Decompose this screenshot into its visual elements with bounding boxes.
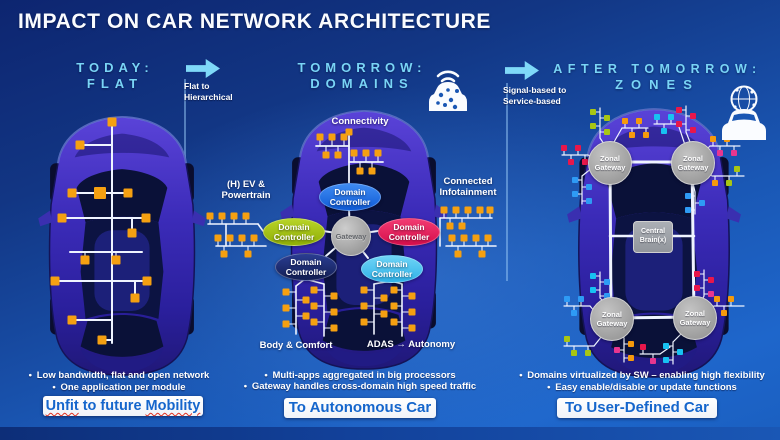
section-divider-line-right <box>506 83 508 281</box>
car-wifi-icon <box>429 70 467 111</box>
page-title: IMPACT ON CAR NETWORK ARCHITECTURE <box>18 10 492 33</box>
label-body-comfort: Body & Comfort <box>259 340 333 351</box>
header-after-tomorrow: AFTER TOMORROW: ZONES <box>535 62 780 92</box>
right-arrow-icon <box>505 61 539 80</box>
zonal-gateway-rear-left: Zonal Gateway <box>590 297 634 341</box>
domain-controller-adas: Domain Controller <box>361 255 423 283</box>
bullet-today-2: One application per module <box>14 382 224 393</box>
transition-label-signal-to-service: Signal-based to Service-based <box>503 85 567 106</box>
verdict-after-tomorrow: To User-Defined Car <box>557 398 717 418</box>
domain-controller-infotainment: Domain Controller <box>378 218 440 246</box>
zonal-gateway-front-right: Zonal Gateway <box>671 141 715 185</box>
domain-controller-connectivity: Domain Controller <box>319 183 381 211</box>
gateway-node: Gateway <box>331 216 371 256</box>
right-arrow-icon <box>186 59 220 78</box>
zonal-gateway-front-left: Zonal Gateway <box>588 141 632 185</box>
domain-network-car-diagram <box>206 109 497 371</box>
bullet-today-1: Low bandwidth, flat and open network <box>14 370 224 381</box>
central-brain-node: Central Brain(x) <box>633 221 673 253</box>
bullet-after-2: Easy enable/disable or update functions <box>508 382 776 393</box>
bullet-after-1: Domains virtualized by SW – enabling hig… <box>508 370 776 381</box>
car-globe-icon <box>722 85 766 140</box>
domain-controller-body-comfort: Domain Controller <box>275 253 337 281</box>
verdict-today: Unfit to future Mobility <box>43 396 203 416</box>
header-today-line2: FLAT <box>86 76 144 91</box>
flat-network-car-diagram <box>38 115 206 377</box>
transition-label-flat-to-hierarchical: Flat to Hierarchical <box>184 81 233 102</box>
label-connected-infotainment: Connected Infotainment <box>439 176 497 199</box>
footer-bar <box>0 427 780 440</box>
header-tomorrow: TOMORROW: DOMAINS <box>272 60 452 91</box>
header-after-line1: AFTER TOMORROW: <box>553 62 762 76</box>
zonal-gateway-rear-right: Zonal Gateway <box>673 296 717 340</box>
bullet-tomorrow-1: Multi-apps aggregated in big processors <box>245 370 475 381</box>
header-tomorrow-line2: DOMAINS <box>310 76 414 91</box>
header-tomorrow-line1: TOMORROW: <box>297 60 427 75</box>
domain-controller-ev-powertrain: Domain Controller <box>263 218 325 246</box>
label-adas-autonomy: ADAS → Autonomy <box>366 339 456 350</box>
header-after-line2: ZONES <box>615 77 700 92</box>
label-ev-powertrain: (H) EV & Powertrain <box>221 179 271 202</box>
verdict-tomorrow: To Autonomous Car <box>284 398 436 418</box>
bullet-tomorrow-2: Gateway handles cross-domain high speed … <box>235 381 485 392</box>
header-today-line1: TODAY: <box>76 60 154 75</box>
header-today: TODAY: FLAT <box>40 60 190 91</box>
label-connectivity: Connectivity <box>331 116 389 127</box>
